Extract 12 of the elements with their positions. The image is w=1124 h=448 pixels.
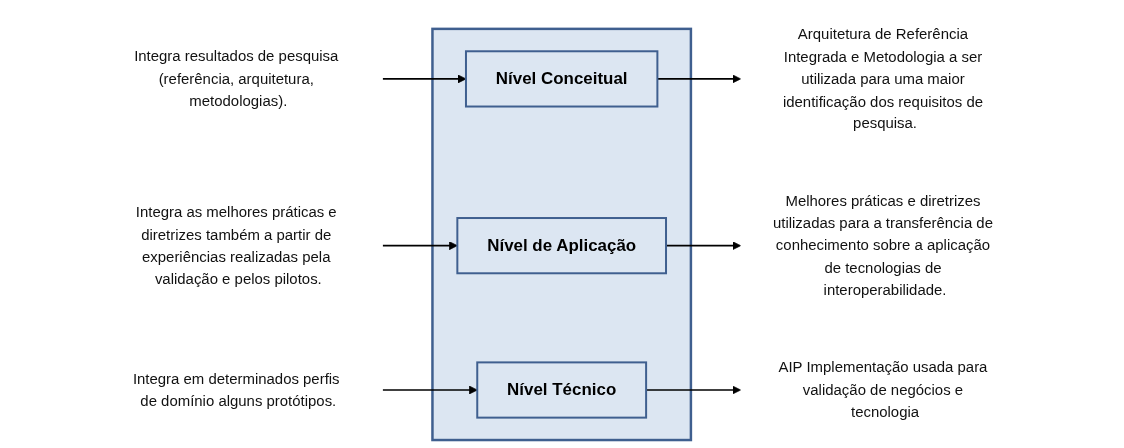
node-text: Arquitetura de Referência Integrada e Metodologia a ser utilizada para uma maior identificação dos requisitos de pesquisa. xyxy=(783,24,984,132)
node-text: Integra as melhores práticas e diretrizes também a partir de experiências realizadas pela validação e pelos pilotos. xyxy=(136,202,338,287)
node-text: Integra resultados de pesquisa (referência, arquitetura, metodologias). xyxy=(134,47,339,110)
arrow xyxy=(382,74,467,84)
node-box: Nível de Aplicação xyxy=(456,217,668,275)
node-box: Nível Técnico xyxy=(476,361,648,419)
node-text: Integra em determinados perfis de domínio alguns protótipos. xyxy=(133,369,340,409)
node-text: Melhores práticas e diretrizes utilizadas para a transferência de conhecimento sobre a aplicação de tecnologias de interoperabilidade. xyxy=(773,191,994,299)
node-box: Nível Conceitual xyxy=(465,50,659,108)
arrow xyxy=(382,385,478,395)
cluster xyxy=(431,27,693,442)
node-text: AIP Implementação usada para validação de negócios e tecnologia xyxy=(778,358,988,421)
